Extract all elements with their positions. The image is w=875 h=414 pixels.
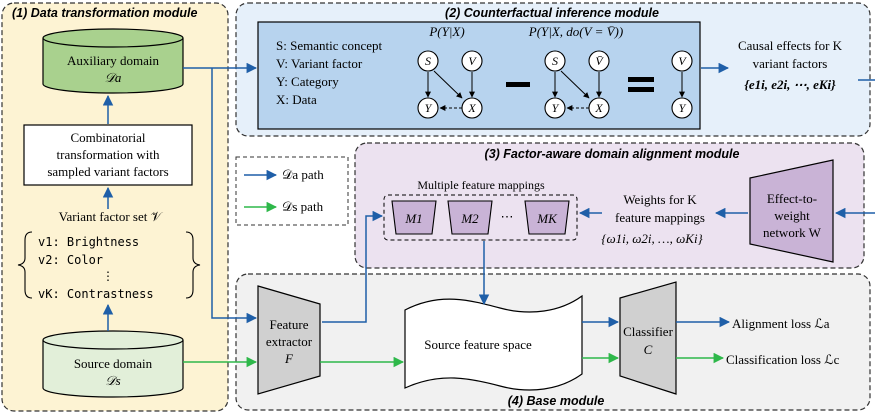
- left-brace: [17, 231, 33, 299]
- causal-effects-formula: {e1i, e2i, ⋯, eKi}: [744, 77, 836, 92]
- graph-1-node-s: S: [425, 54, 431, 68]
- transformation-line-1: Combinatorial: [70, 130, 145, 145]
- transformation-line-3: sampled variant factors: [47, 164, 168, 179]
- mapping-ellipsis: ⋯: [501, 209, 514, 224]
- module-1-title: (1) Data transformation module: [12, 6, 197, 20]
- legend-ds-path: 𝒟s path: [282, 199, 324, 214]
- equals-sign-top: [628, 77, 654, 82]
- etw-line-3: network W: [763, 225, 822, 240]
- graph-1: S V Y X: [417, 50, 483, 119]
- graph-2-node-x: X: [594, 101, 603, 115]
- arrow-extractor-to-mappings: [322, 210, 384, 323]
- source-domain-cylinder: Source domain 𝒟s: [42, 330, 184, 398]
- variant-factor-k: vK: Contrastness: [38, 287, 154, 301]
- mapping-mk-label: MK: [536, 211, 558, 226]
- definition-x: X: Data: [276, 92, 317, 107]
- classifier: Classifier C: [619, 281, 677, 395]
- feature-extractor: Feature extractor F: [257, 285, 321, 395]
- module-3-panel: [354, 142, 865, 269]
- etw-line-2: weight: [774, 208, 810, 223]
- effect-to-weight-network: Effect-to- weight network W: [749, 159, 834, 263]
- feature-mappings-group: [383, 194, 578, 241]
- alignment-loss: Alignment loss ℒa: [732, 316, 830, 331]
- arrow-aux-to-extractor: [211, 68, 258, 324]
- auxiliary-domain-symbol: 𝒟a: [105, 70, 122, 85]
- auxiliary-domain-label: Auxiliary domain: [67, 53, 160, 68]
- minus-sign: [506, 82, 530, 87]
- graph-3-node-y: Y: [679, 101, 687, 115]
- mapping-mk: MK: [524, 200, 570, 235]
- etw-line-1: Effect-to-: [767, 191, 817, 206]
- fe-line-2: extractor: [266, 334, 313, 349]
- graph-2-node-y: Y: [552, 101, 560, 115]
- variant-factor-1: v1: Brightness: [38, 235, 139, 249]
- feature-mappings-title: Multiple feature mappings: [417, 178, 545, 192]
- graph-1-title: P(Y|X): [428, 24, 464, 39]
- auxiliary-domain-cylinder: Auxiliary domain 𝒟a: [42, 28, 184, 94]
- graph-1-node-x: X: [467, 101, 476, 115]
- definition-v: V: Variant factor: [276, 56, 363, 71]
- right-brace: [185, 231, 201, 299]
- graph-1-node-v: V: [468, 54, 477, 68]
- classification-loss: Classification loss ℒc: [726, 352, 840, 367]
- definition-y: Y: Category: [276, 74, 339, 89]
- weights-formula: {ω1i, ω2i, …, ωKi}: [601, 231, 703, 246]
- graph-3: V Y: [671, 50, 693, 119]
- classifier-line-2: C: [644, 342, 653, 357]
- mapping-m2: M2: [447, 200, 493, 235]
- source-feature-space: Source feature space: [404, 294, 583, 391]
- graph-2-title: P(Y|X, do(V = V̄)): [528, 24, 623, 39]
- mapping-m1-label: M1: [404, 211, 422, 226]
- causal-effects-line-2: variant factors: [753, 56, 828, 71]
- graph-2-node-vbar: V̄: [595, 54, 604, 68]
- source-feature-space-label: Source feature space: [424, 337, 532, 352]
- weights-line-1: Weights for K: [623, 192, 697, 207]
- transformation-line-2: transformation with: [57, 147, 160, 162]
- module-1-panel: [1, 2, 229, 412]
- module-4-title: (4) Base module: [508, 394, 605, 408]
- graph-1-node-y: Y: [425, 101, 433, 115]
- mapping-m1: M1: [391, 200, 437, 235]
- variant-factor-set-title: Variant factor set 𝒱: [59, 209, 164, 224]
- graph-2-node-s: S: [552, 54, 558, 68]
- fe-line-1: Feature: [270, 317, 309, 332]
- fe-line-3: F: [284, 351, 294, 366]
- equals-sign-bottom: [628, 87, 654, 92]
- graph-3-node-v: V: [678, 54, 687, 68]
- causal-effects-line-1: Causal effects for K: [738, 38, 843, 53]
- transformation-box: [23, 124, 193, 186]
- classifier-line-1: Classifier: [623, 324, 673, 339]
- source-domain-label: Source domain: [74, 356, 153, 371]
- variant-factor-2: v2: Color: [38, 253, 103, 267]
- arrow-effects-to-network: [834, 79, 875, 219]
- module-3-title: (3) Factor-aware domain alignment module: [485, 147, 740, 161]
- source-domain-symbol: 𝒟s: [105, 373, 120, 388]
- mapping-m2-label: M2: [460, 211, 479, 226]
- graph-2: S V̄ Y X: [544, 50, 610, 119]
- weights-line-2: feature mappings: [615, 210, 705, 225]
- definition-s: S: Semantic concept: [276, 38, 383, 53]
- module-2-title: (2) Counterfactual inference module: [445, 6, 659, 20]
- variant-factor-vdots: ⋮: [102, 269, 114, 283]
- path-legend-box: [235, 156, 349, 226]
- legend-da-path: 𝒟a path: [282, 167, 324, 182]
